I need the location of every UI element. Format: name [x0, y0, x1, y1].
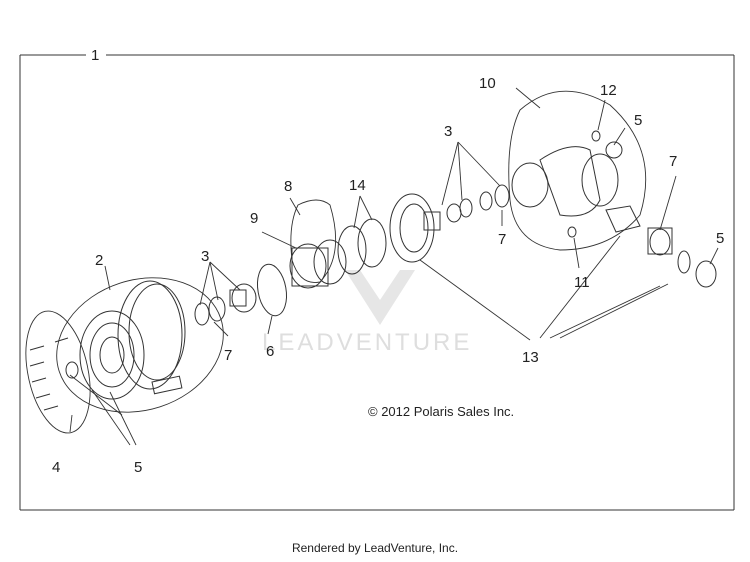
part-rings-14 [337, 218, 387, 275]
callout-11: 11 [574, 274, 590, 291]
callout-14: 14 [349, 177, 366, 194]
part-cover-bolts [29, 337, 79, 411]
callout-7-mid: 7 [498, 231, 506, 248]
callout-12: 12 [600, 82, 617, 99]
leader-lines [69, 87, 719, 446]
callout-5-right: 5 [716, 230, 724, 247]
part-cover [79, 280, 186, 400]
part-ring-gear [389, 184, 510, 263]
callout-2: 2 [95, 252, 103, 269]
diagram-frame [19, 54, 735, 511]
callout-10: 10 [479, 75, 496, 92]
callout-7-right: 7 [669, 153, 677, 170]
group-outlines [25, 90, 647, 434]
footer-credit: Rendered by LeadVenture, Inc. [291, 541, 459, 555]
watermark-logo: LEADVENTURE [262, 270, 472, 356]
part-housing [511, 130, 641, 238]
callout-4: 4 [52, 459, 60, 476]
callout-5-bottom: 5 [134, 459, 142, 476]
callout-3-left: 3 [201, 248, 209, 265]
svg-text:LEADVENTURE: LEADVENTURE [262, 329, 472, 356]
copyright-text: © 2012 Polaris Sales Inc. [368, 404, 514, 419]
part-bearing-left [194, 283, 257, 326]
callout-1: 1 [91, 47, 99, 64]
callout-3-top: 3 [444, 123, 452, 140]
callout-labels: 1 2 3 3 3 4 5 5 5 5 6 7 7 7 8 9 10 11 12… [52, 47, 724, 476]
callout-13: 13 [522, 349, 539, 366]
callout-7-left: 7 [224, 347, 232, 364]
part-plate-6 [256, 263, 288, 317]
callout-5-top: 5 [634, 112, 642, 129]
part-bearing-right [647, 227, 717, 288]
callout-8: 8 [284, 178, 292, 195]
callout-9: 9 [250, 210, 258, 227]
part-carrier [289, 239, 347, 289]
callout-6: 6 [266, 343, 274, 360]
